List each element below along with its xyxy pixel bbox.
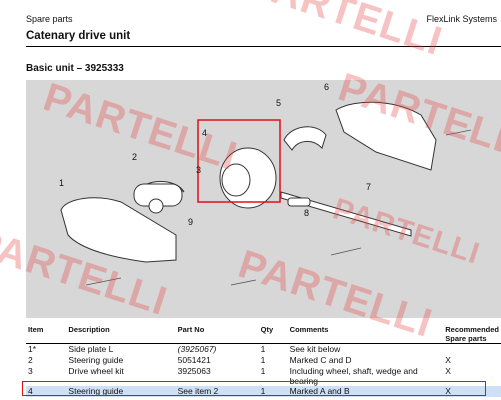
drive-wheel-hub <box>221 163 251 197</box>
cell-qty: 1 <box>260 344 266 354</box>
cell-recommended <box>443 344 501 356</box>
side-plate-left <box>60 197 177 263</box>
brand-label: FlexLink Systems <box>426 14 497 24</box>
spacer <box>287 197 311 207</box>
col-item: Item <box>26 325 67 344</box>
table-row: 1* Side plate L (3925067) 1 See kit belo… <box>26 344 501 356</box>
callout-highlight-box <box>197 119 281 203</box>
cell-description: Side plate L <box>68 344 114 354</box>
side-plate-right <box>335 101 437 171</box>
callout-3: 3 <box>196 165 201 175</box>
cell-qty: 1 <box>258 386 288 397</box>
cell-recommended: X <box>443 386 501 397</box>
cell-description: Drive wheel kit <box>68 366 124 376</box>
cell-part-no: 5051421 <box>177 355 211 365</box>
callout-5: 5 <box>276 98 281 108</box>
bolt-4 <box>445 129 472 136</box>
col-description: Description <box>66 325 176 344</box>
bolt-2 <box>230 279 257 286</box>
col-comments: Comments <box>287 325 444 344</box>
exploded-diagram: 1 2 3 4 5 6 7 8 9 <box>26 80 501 318</box>
callout-8: 8 <box>304 208 309 218</box>
cell-part-no: See item 2 <box>175 386 259 397</box>
bolt-3 <box>330 247 362 256</box>
page-subtitle: Basic unit – 3925333 <box>26 63 124 74</box>
watermark: PARTELLI <box>243 0 448 64</box>
cell-part-no: 3925063 <box>177 366 211 376</box>
cell-item: 3 <box>28 366 33 376</box>
cross-bar <box>280 191 412 237</box>
callout-9: 9 <box>188 217 193 227</box>
table-header-row: Item Description Part No Qty Comments Re… <box>26 325 501 344</box>
section-label: Spare parts <box>26 14 73 24</box>
cell-item: 1* <box>28 344 37 354</box>
parts-table: Item Description Part No Qty Comments Re… <box>26 325 501 397</box>
cell-recommended: X <box>445 366 451 376</box>
col-part-no: Part No <box>175 325 259 344</box>
col-qty: Qty <box>258 325 288 344</box>
cell-item: 4 <box>26 386 67 397</box>
steering-guide-right <box>283 126 327 151</box>
table-row-selected[interactable]: 4 Steering guide See item 2 1 Marked A a… <box>26 386 501 397</box>
row-highlight-box <box>22 381 486 396</box>
page-title: Catenary drive unit <box>26 30 131 42</box>
cell-comment: Marked C and D <box>289 355 352 365</box>
diagram-drawing: 1 2 3 4 5 6 7 8 9 <box>59 82 472 286</box>
callout-4: 4 <box>202 128 207 138</box>
table-row: 2 Steering guide 5051421 1 Marked C and … <box>26 355 501 366</box>
cell-qty: 1 <box>260 366 266 376</box>
callout-7: 7 <box>366 182 371 192</box>
cell-description: Steering guide <box>68 355 124 365</box>
cell-comment: See kit below <box>289 344 341 354</box>
callout-1: 1 <box>59 178 64 188</box>
col-recommended: Recommended Spare parts <box>443 325 501 344</box>
bolt-1 <box>85 277 122 286</box>
cell-recommended: X <box>445 355 451 365</box>
cell-part-no: (3925067) <box>177 344 217 354</box>
callout-6: 6 <box>324 82 329 92</box>
cell-item: 2 <box>28 355 33 365</box>
cell-comment: Marked A and B <box>287 386 444 397</box>
cell-description: Steering guide <box>66 386 176 397</box>
bearing <box>148 198 164 214</box>
cell-qty: 1 <box>260 355 266 365</box>
title-rule <box>26 46 501 47</box>
callout-2: 2 <box>132 152 137 162</box>
